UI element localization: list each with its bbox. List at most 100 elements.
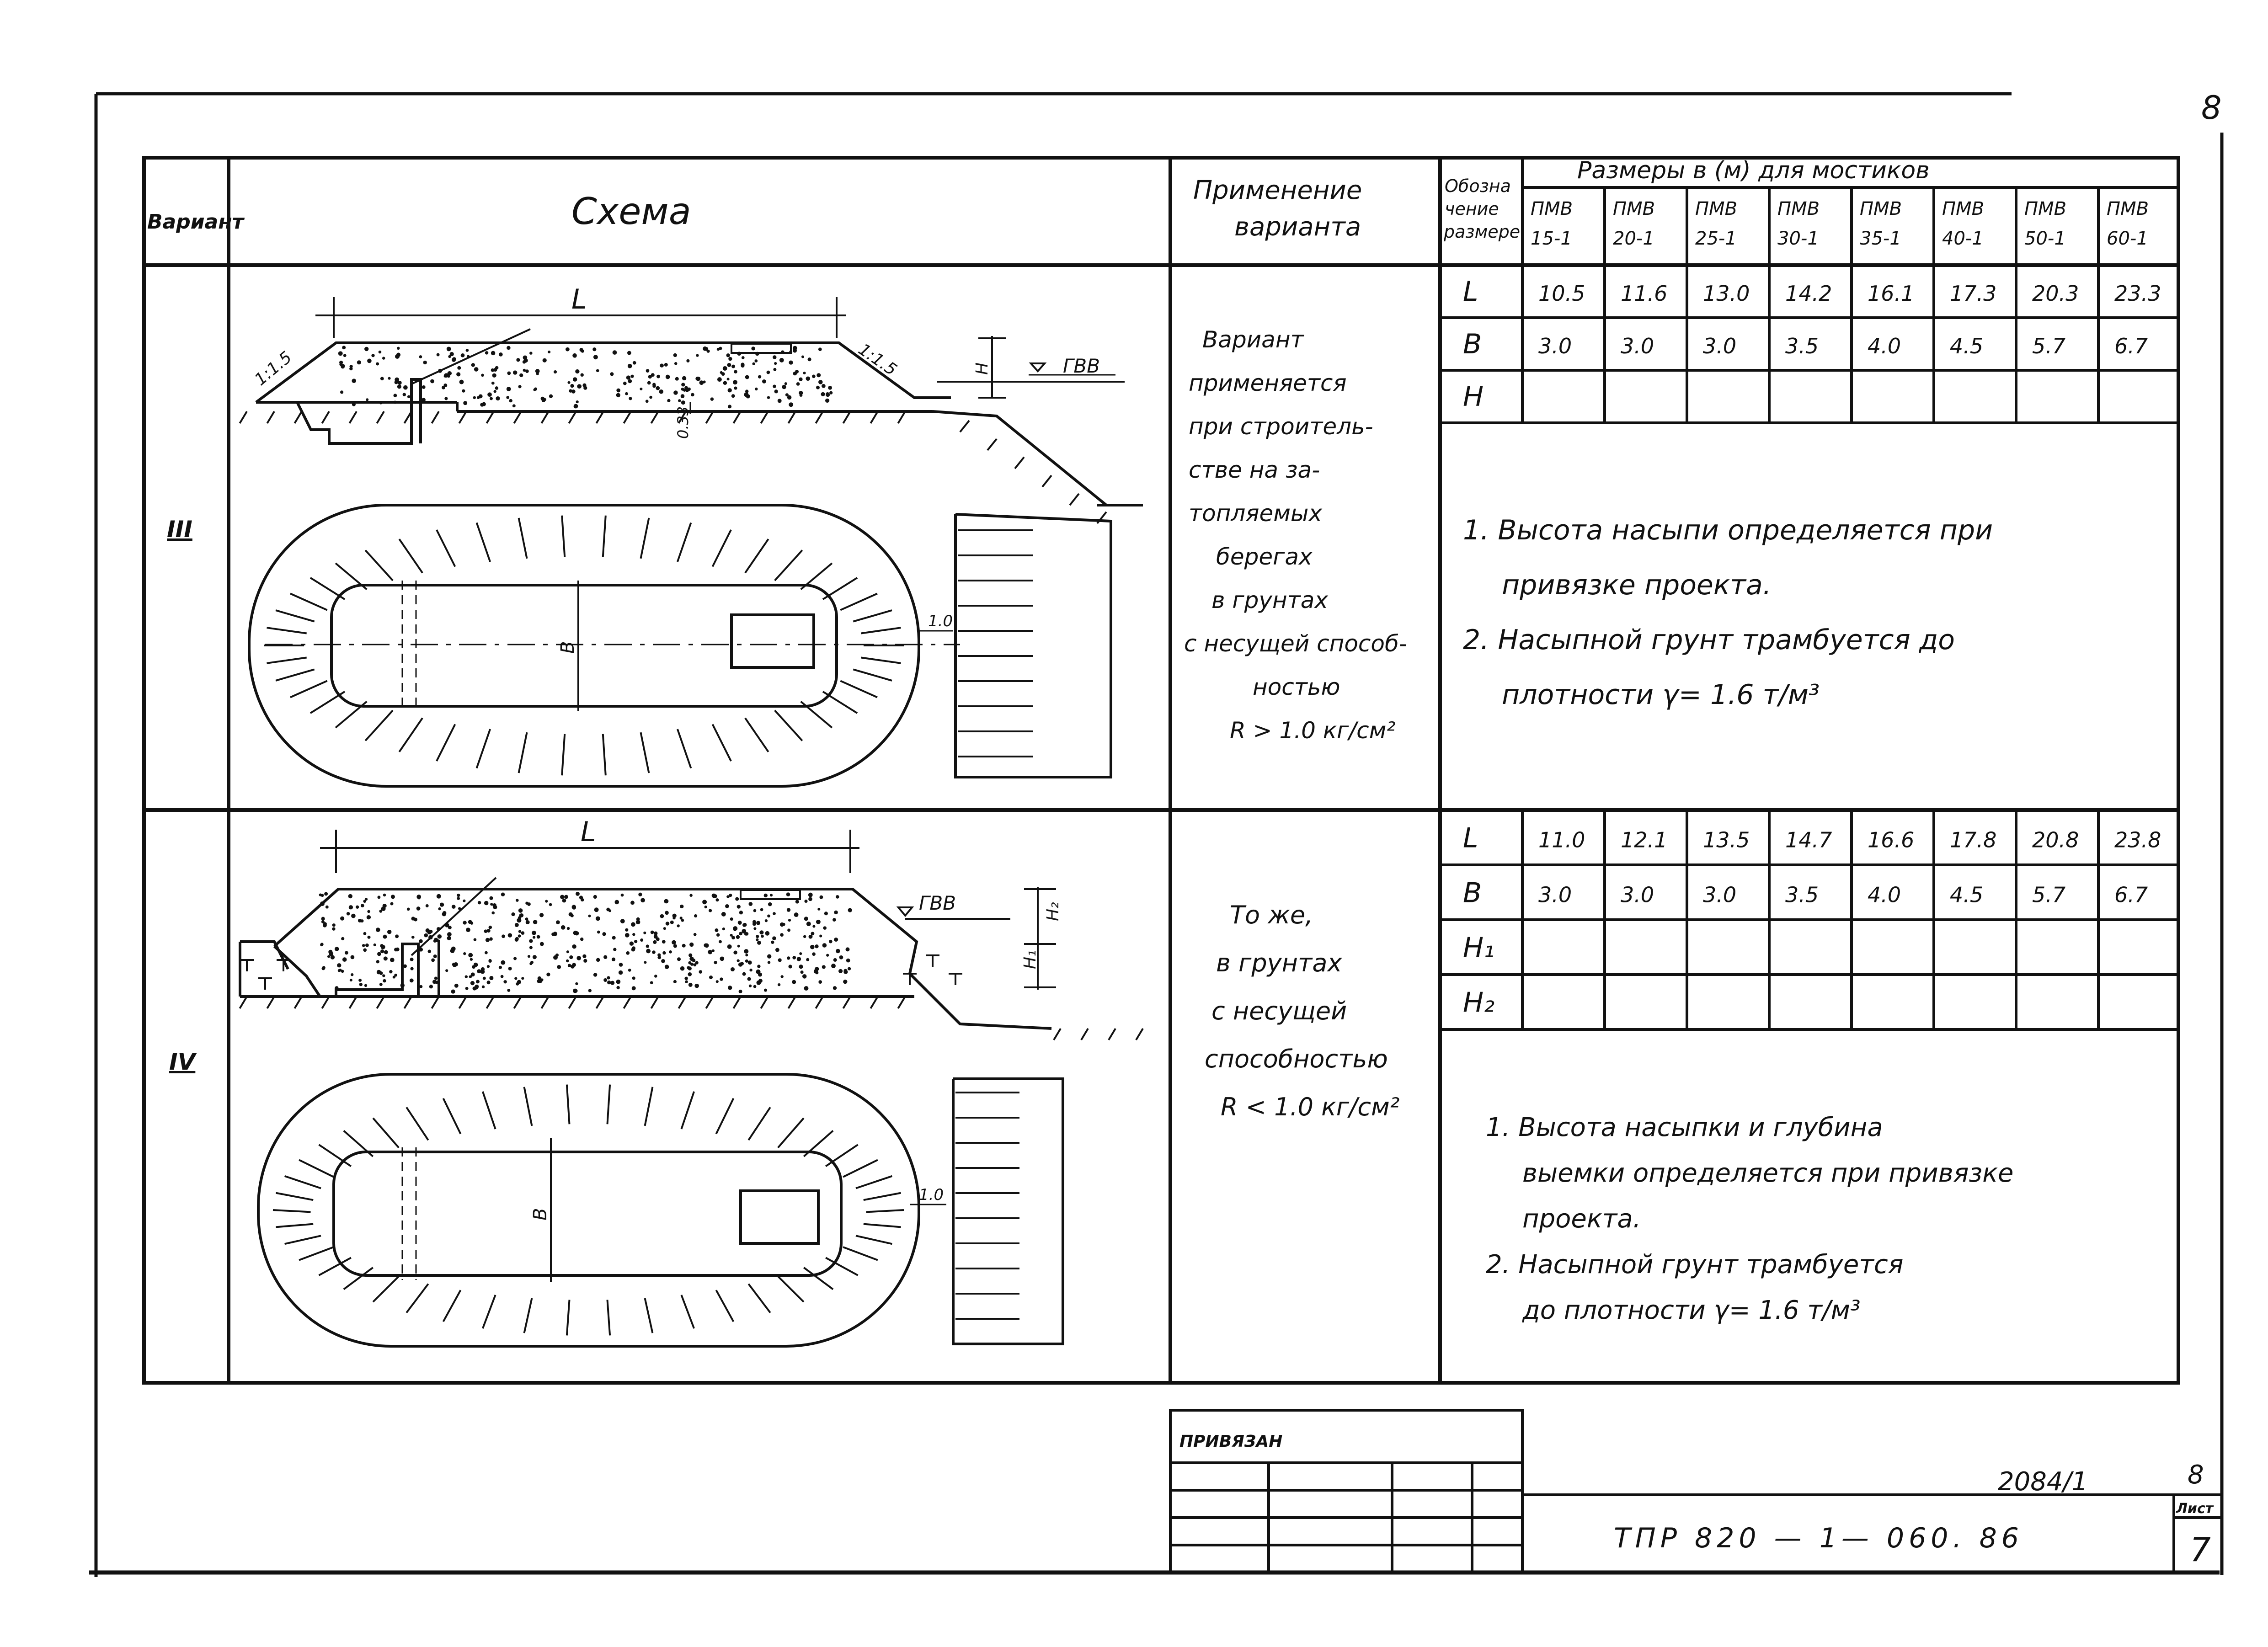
stamp-privyazan: ПРИВЯЗАН: [1179, 1432, 1282, 1451]
variant4-water-hatch: [955, 1092, 1019, 1320]
variant4-cell: 13.5: [1703, 828, 1750, 853]
variant3-cell: 10.5: [1538, 281, 1585, 306]
variant4-application-line: с несущей: [1211, 997, 1347, 1025]
variant4-cell: 6.7: [2114, 883, 2148, 907]
variant4-cell: 4.0: [1868, 883, 1901, 907]
header-bridge-model: 15-1: [1531, 228, 1572, 249]
stamp-sheet-label: Лист: [2176, 1501, 2214, 1517]
variant3-cell: 16.1: [1868, 281, 1914, 306]
variant3-cell: 4.0: [1868, 334, 1901, 358]
variant4-dim-H1: H₁: [1021, 950, 1040, 969]
header-designation-1: Обозна: [1445, 176, 1511, 196]
variant3-row-symbol: L: [1463, 276, 1478, 308]
variant4-application-line: способностью: [1205, 1045, 1388, 1073]
variant3-label: III: [167, 516, 192, 543]
variant4-row-symbol: L: [1463, 822, 1478, 854]
variant3-cell: 6.7: [2114, 334, 2148, 358]
variant4-section-view: L ГВВ H₂ H₁: [239, 816, 1144, 1041]
variant3-application-line: берегах: [1216, 544, 1313, 570]
variant4-row-symbol: H₂: [1463, 987, 1494, 1019]
variant4-cell: 3.0: [1621, 883, 1654, 907]
header-scheme: Схема: [571, 190, 691, 233]
variant4-plan-B: B: [530, 1208, 551, 1221]
variant3-application-line: применяется: [1189, 370, 1347, 396]
variant3-plan-dim: 1.0: [928, 612, 953, 630]
variant4-cell: 5.7: [2032, 883, 2065, 907]
variant4-application-line: То же,: [1230, 901, 1313, 929]
variant4-cell: 11.0: [1538, 828, 1585, 853]
variant4-application-line: в грунтах: [1216, 949, 1342, 977]
header-bridge-type: ПМВ: [1613, 198, 1655, 219]
variant3-application-line: с несущей способ-: [1184, 630, 1407, 657]
variant3-cell: 3.5: [1785, 334, 1819, 358]
variant3-plan-view: B 1.0: [248, 504, 1112, 788]
variant3-application-line: при строитель-: [1189, 413, 1373, 440]
variant4-notes: 1. Высота насыпки и глубина выемки опреде…: [1486, 1113, 2013, 1325]
header-bridge-model: 50-1: [2024, 228, 2066, 249]
variant3-dim-d: 0.33: [674, 406, 692, 439]
header-bridge-model: 60-1: [2107, 228, 2148, 249]
variant3-note-line: привязке проекта.: [1502, 569, 1772, 601]
variant4-note-line: проекта.: [1522, 1204, 1641, 1234]
header-bridge-type: ПМВ: [1695, 198, 1737, 219]
variant3-water-hatch: [958, 529, 1033, 757]
header-designation-3: размере: [1443, 222, 1520, 242]
header-bridge-type: ПМВ: [2107, 198, 2149, 219]
variant4-cell: 3.0: [1703, 883, 1736, 907]
variant3-note-line: 2. Насыпной грунт трамбуется до: [1463, 624, 1955, 656]
variant3-cell: 5.7: [2032, 334, 2065, 358]
stamp-sheet-number: 7: [2190, 1530, 2211, 1569]
variant3-cell: 14.2: [1785, 281, 1832, 306]
stamp-document-code: ТПР 820 — 1— 060. 86: [1614, 1522, 2023, 1554]
variant3-application-line: Вариант: [1202, 326, 1305, 353]
variant4-note-line: 1. Высота насыпки и глубина: [1486, 1113, 1883, 1142]
variant3-notes: 1. Высота насыпи определяется при привязк…: [1463, 514, 1993, 711]
variant3-row-symbol: B: [1463, 328, 1482, 360]
variant4-cell: 23.8: [2114, 828, 2161, 853]
header-bridge-type: ПМВ: [1777, 198, 1820, 219]
variant3-cell: 3.0: [1703, 334, 1736, 358]
header-sizes-title: Размеры в (м) для мостиков: [1577, 157, 1930, 184]
header-bridge-model: 20-1: [1613, 228, 1654, 249]
variant4-row-symbol: B: [1463, 877, 1482, 909]
variant3-cell: 17.3: [1950, 281, 1996, 306]
variant4-label: IV: [169, 1049, 197, 1075]
header-bridge-type: ПМВ: [1531, 198, 1573, 219]
variant4-dim-L: L: [581, 816, 596, 848]
variant4-cell: 3.0: [1538, 883, 1572, 907]
variant3-section-view: L ГВВ H 1:1.5 1:1.5 0.33: [239, 283, 1143, 524]
header-bridge-type: ПМВ: [1942, 198, 1984, 219]
variant3-row-symbol: H: [1463, 381, 1484, 413]
main-table-frame: [142, 156, 2180, 1385]
header-bridge-type: ПМВ: [1860, 198, 1902, 219]
header-variant: Вариант: [147, 210, 245, 234]
variant3-cell: 20.3: [2032, 281, 2079, 306]
variant3-gvv: ГВВ: [1063, 355, 1100, 377]
variant3-application-line: R > 1.0 кг/см²: [1230, 717, 1395, 744]
variant4-dim-H2: H₂: [1044, 902, 1062, 921]
variant4-plan-view: B 1.0: [257, 1073, 1064, 1348]
header-application-1: Применение: [1193, 176, 1362, 205]
header-bridge-model: 35-1: [1860, 228, 1901, 249]
variant3-slope-right: 1:1.5: [855, 340, 900, 380]
variant3-note-line: 1. Высота насыпи определяется при: [1463, 514, 1993, 546]
variant4-cell: 20.8: [2032, 828, 2079, 853]
header-bridge-columns: ПМВ15-1ПМВ20-1ПМВ25-1ПМВ30-1ПМВ35-1ПМВ40…: [1521, 158, 2178, 265]
variant3-cell: 23.3: [2114, 281, 2161, 306]
variant3-cell: 4.5: [1950, 334, 1983, 358]
variant3-slope-left: 1:1.5: [251, 348, 295, 389]
sheet-frame: [89, 92, 2224, 1577]
variant4-gvv: ГВВ: [919, 892, 956, 914]
variant4-plan-dim: 1.0: [919, 1186, 944, 1204]
stamp-inv-number: 2084/1: [1998, 1467, 2088, 1497]
title-block: [1169, 1409, 2222, 1574]
stamp-top-number: 8: [2188, 1460, 2204, 1490]
variant4-cell: 14.7: [1785, 828, 1832, 853]
variant4-note-line: выемки определяется при привязке: [1522, 1158, 2013, 1188]
variant3-dim-L: L: [571, 283, 587, 315]
variant3-note-line: плотности γ= 1.6 т/м³: [1502, 679, 1820, 711]
variant3-application-line: топляемых: [1189, 500, 1322, 527]
